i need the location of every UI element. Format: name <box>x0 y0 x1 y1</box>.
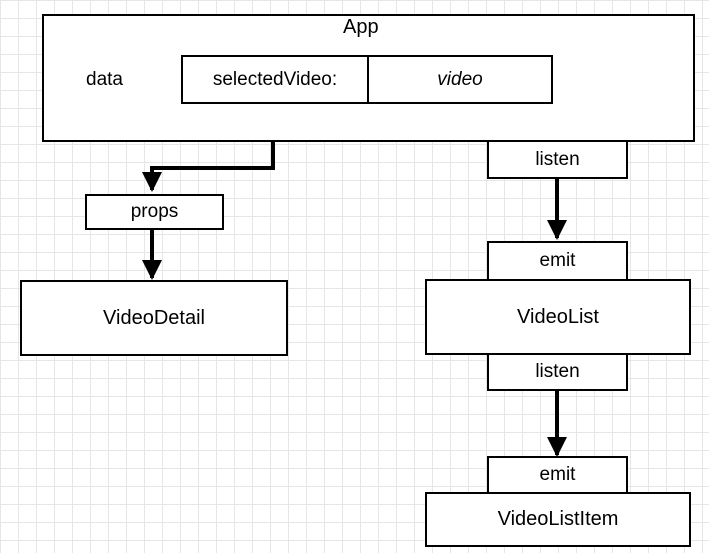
emit-item-label: emit <box>539 464 576 485</box>
listen-app-label: listen <box>535 148 580 170</box>
videolist-component: VideoList <box>425 279 691 355</box>
emit-list-label: emit <box>539 250 576 271</box>
listen-list-box: listen <box>487 353 628 391</box>
props-label: props <box>130 201 179 222</box>
videodetail-component: VideoDetail <box>20 280 288 356</box>
videodetail-label: VideoDetail <box>103 306 205 329</box>
props-label-box: props <box>85 194 224 230</box>
state-value-cell: video <box>367 55 553 104</box>
app-title: App <box>343 16 379 38</box>
videolistitem-label: VideoListItem <box>497 508 619 530</box>
state-key: selectedVideo: <box>212 68 338 90</box>
videolist-label: VideoList <box>517 305 599 328</box>
state-key-cell: selectedVideo: <box>181 55 369 104</box>
emit-item-box: emit <box>487 456 628 494</box>
listen-app-box: listen <box>487 140 628 179</box>
data-label: data <box>86 69 123 90</box>
emit-list-box: emit <box>487 241 628 281</box>
state-value: video <box>437 68 483 90</box>
listen-list-label: listen <box>535 361 580 382</box>
videolistitem-component: VideoListItem <box>425 492 691 547</box>
